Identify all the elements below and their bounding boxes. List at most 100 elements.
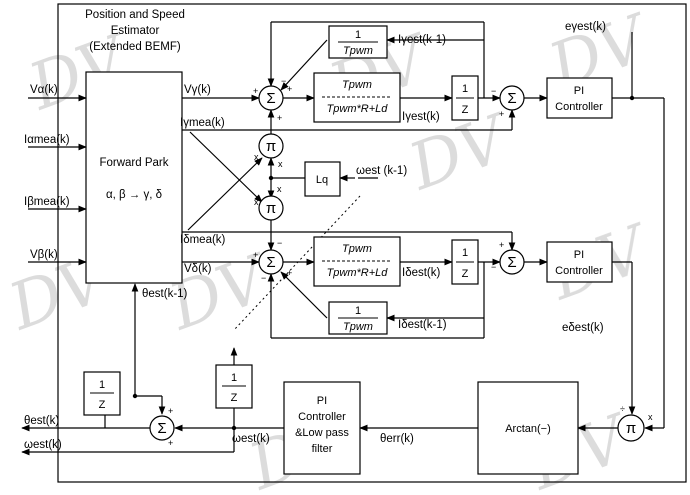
- svg-text:PI: PI: [574, 85, 584, 97]
- svg-text:1: 1: [462, 83, 468, 95]
- svg-text:+: +: [287, 268, 292, 278]
- input-i-beta: Iβmea(k): [24, 196, 70, 208]
- svg-text:&Low pass: &Low pass: [295, 427, 349, 439]
- dotted-links: [233, 195, 361, 331]
- svg-text:+: +: [499, 240, 504, 250]
- divider-multiplier: π: [617, 414, 645, 442]
- svg-text:Controller: Controller: [555, 265, 603, 277]
- theta-delay-block: 1 Z: [83, 371, 121, 416]
- svg-text:−: −: [277, 238, 282, 248]
- svg-text:Arctan(−): Arctan(−): [505, 423, 551, 435]
- sum-gamma-input: Σ: [258, 85, 284, 111]
- svg-text:x: x: [648, 412, 653, 422]
- svg-text:−: −: [261, 273, 266, 283]
- gamma-plant-block: Tpwm Tpwm*R+Ld: [313, 72, 401, 123]
- cross-coupling-wires: [187, 109, 378, 251]
- svg-text:1: 1: [99, 379, 105, 391]
- label-i-gamma-est: Iγest(k): [402, 111, 440, 123]
- input-v-beta: Vβ(k): [30, 249, 58, 261]
- svg-text:(Extended BEMF): (Extended BEMF): [89, 41, 181, 53]
- svg-text:x: x: [278, 159, 283, 169]
- svg-text:1: 1: [355, 305, 361, 317]
- svg-text:Tpwm*R+Ld: Tpwm*R+Ld: [327, 267, 389, 279]
- svg-text:Z: Z: [99, 399, 106, 411]
- pi-lowpass-block: PI Controller &Low pass filter: [283, 381, 361, 475]
- sum-delta-input: Σ: [258, 249, 284, 275]
- delta-delay-block: 1 Z: [451, 239, 479, 285]
- delta-wires: [182, 231, 636, 415]
- svg-text:−: −: [491, 86, 496, 96]
- svg-text:+: +: [287, 84, 292, 94]
- label-omega-est-out: ωest(k): [24, 439, 62, 451]
- svg-text:+: +: [253, 86, 258, 96]
- svg-text:1: 1: [355, 29, 361, 41]
- input-v-alpha: Vα(k): [30, 84, 58, 96]
- input-i-alpha: Iαmea(k): [24, 134, 70, 146]
- svg-text:Forward Park: Forward Park: [99, 157, 168, 169]
- svg-text:π: π: [266, 200, 276, 217]
- svg-text:π: π: [626, 420, 636, 437]
- svg-text:+: +: [168, 438, 173, 448]
- svg-text:+: +: [253, 250, 258, 260]
- svg-text:Lq: Lq: [316, 174, 328, 186]
- sum-gamma-error: Σ: [499, 85, 525, 111]
- label-e-delta-est: eδest(k): [562, 322, 604, 334]
- sum-delta-error: Σ: [499, 249, 525, 275]
- svg-text:Position and Speed: Position and Speed: [85, 9, 185, 21]
- svg-text:1: 1: [231, 372, 237, 384]
- junction-dot: [231, 425, 237, 431]
- svg-text:x: x: [254, 197, 259, 207]
- svg-text:π: π: [266, 138, 276, 155]
- mult-gamma: π: [258, 133, 284, 159]
- input-signals: [28, 94, 87, 266]
- lq-block: Lq: [304, 161, 341, 197]
- svg-text:1: 1: [462, 247, 468, 259]
- svg-text:Tpwm*R+Ld: Tpwm*R+Ld: [327, 103, 389, 115]
- gamma-feedback-gain-block: 1 Tpwm: [328, 25, 388, 59]
- label-i-delta-mea: Iδmea(k): [180, 234, 226, 246]
- svg-text:Σ: Σ: [266, 254, 275, 271]
- outer-frame: [57, 3, 687, 483]
- junction-dot: [132, 393, 138, 399]
- svg-text:Σ: Σ: [157, 420, 166, 437]
- svg-text:Σ: Σ: [507, 90, 516, 107]
- delta-feedback-gain-block: 1 Tpwm: [328, 301, 388, 335]
- svg-text:+: +: [277, 113, 282, 123]
- svg-text:−: −: [281, 76, 286, 86]
- svg-text:Tpwm: Tpwm: [343, 321, 373, 333]
- label-e-gamma-est: eγest(k): [565, 21, 606, 33]
- delta-pi-controller-block: PI Controller: [546, 241, 613, 283]
- svg-text:+: +: [499, 109, 504, 119]
- estimator-title: Position and Speed Estimator (Extended B…: [85, 9, 185, 53]
- svg-text:÷: ÷: [620, 404, 625, 414]
- svg-text:Estimator: Estimator: [111, 25, 160, 37]
- junction-dot: [629, 95, 635, 101]
- svg-text:Tpwm: Tpwm: [342, 243, 372, 255]
- label-i-gamma-est-prev: Iγest(k-1): [398, 34, 446, 46]
- gamma-wires: [182, 21, 665, 432]
- speed-delay-block: 1 Z: [215, 364, 253, 409]
- svg-text:Z: Z: [462, 268, 469, 280]
- label-theta-est-prev: θest(k-1): [142, 288, 188, 300]
- svg-text:−: −: [491, 262, 496, 272]
- svg-text:+: +: [168, 406, 173, 416]
- svg-text:Tpwm: Tpwm: [343, 45, 373, 57]
- label-v-gamma: Vγ(k): [184, 84, 211, 96]
- label-i-delta-est: Iδest(k): [402, 267, 441, 279]
- mult-delta: π: [258, 195, 284, 221]
- svg-text:x: x: [277, 184, 282, 194]
- svg-text:PI: PI: [317, 395, 327, 407]
- svg-text:filter: filter: [312, 443, 333, 455]
- svg-text:PI: PI: [574, 249, 584, 261]
- label-theta-err: θerr(k): [380, 433, 414, 445]
- svg-text:Σ: Σ: [507, 254, 516, 271]
- gamma-delay-block: 1 Z: [451, 75, 479, 121]
- sum-theta: Σ: [149, 415, 175, 441]
- sign-marks: + − + + − + x x x x − + − + + − ÷ x + +: [168, 76, 653, 448]
- label-theta-est-out: θest(k): [24, 415, 59, 427]
- svg-text:Z: Z: [462, 104, 469, 116]
- svg-text:x: x: [254, 152, 259, 162]
- svg-text:Controller: Controller: [555, 101, 603, 113]
- svg-text:Z: Z: [231, 392, 238, 404]
